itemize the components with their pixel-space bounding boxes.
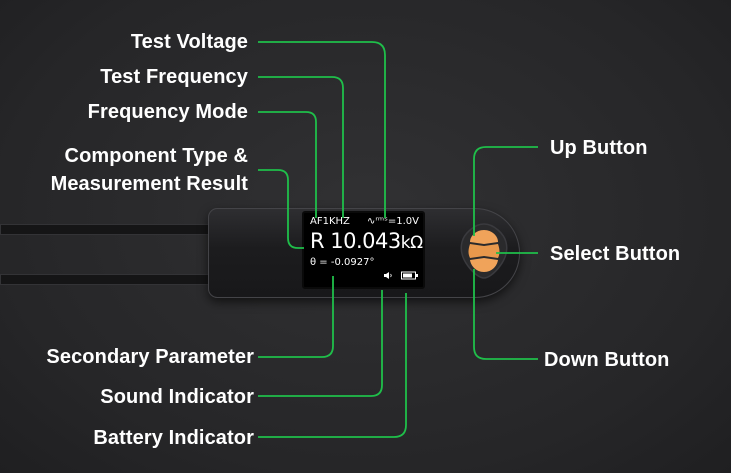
label-battery-indicator: Battery Indicator — [93, 427, 254, 449]
voltage-symbol: ∿ʳᵐˢ — [366, 216, 388, 227]
measurement-value-text: 10.043 — [330, 229, 401, 253]
label-sound-indicator: Sound Indicator — [100, 386, 254, 408]
label-down-button: Down Button — [544, 349, 670, 371]
leader-sound-indicator — [258, 290, 383, 397]
leader-frequency-mode — [258, 111, 317, 218]
select-button[interactable] — [468, 244, 500, 258]
sound-icon — [384, 272, 392, 279]
leader-test-voltage — [258, 41, 386, 218]
leader-secondary-parameter — [258, 276, 334, 358]
oled-screen: AF1KHZ ∿ʳᵐˢ=1.0V R 10.043kΩ θ = -0.0927° — [302, 211, 425, 289]
measurement-unit-text: kΩ — [400, 233, 423, 253]
frequency-mode-text: AF — [310, 216, 323, 227]
up-button[interactable] — [470, 230, 498, 244]
leader-battery-indicator — [258, 293, 407, 438]
leader-test-frequency — [258, 76, 344, 218]
down-button[interactable] — [470, 258, 498, 272]
button-pad — [460, 223, 508, 279]
battery-icon — [401, 271, 418, 280]
test-frequency-text: 1KHZ — [322, 216, 350, 227]
label-select-button: Select Button — [550, 243, 681, 265]
label-secondary-parameter: Secondary Parameter — [46, 346, 254, 368]
label-component-type: Component Type & — [64, 145, 248, 167]
label-measurement-result: Measurement Result — [50, 173, 248, 195]
leader-component-type — [258, 169, 304, 249]
leader-down-button — [473, 269, 538, 360]
label-up-button: Up Button — [550, 137, 648, 159]
leader-up-button — [473, 146, 538, 236]
label-test-frequency: Test Frequency — [100, 66, 248, 88]
test-voltage-text: =1.0V — [387, 216, 419, 227]
component-type-text: R — [310, 229, 325, 253]
secondary-parameter-text: θ = -0.0927° — [310, 257, 375, 268]
label-frequency-mode: Frequency Mode — [87, 101, 248, 123]
label-test-voltage: Test Voltage — [130, 31, 248, 53]
